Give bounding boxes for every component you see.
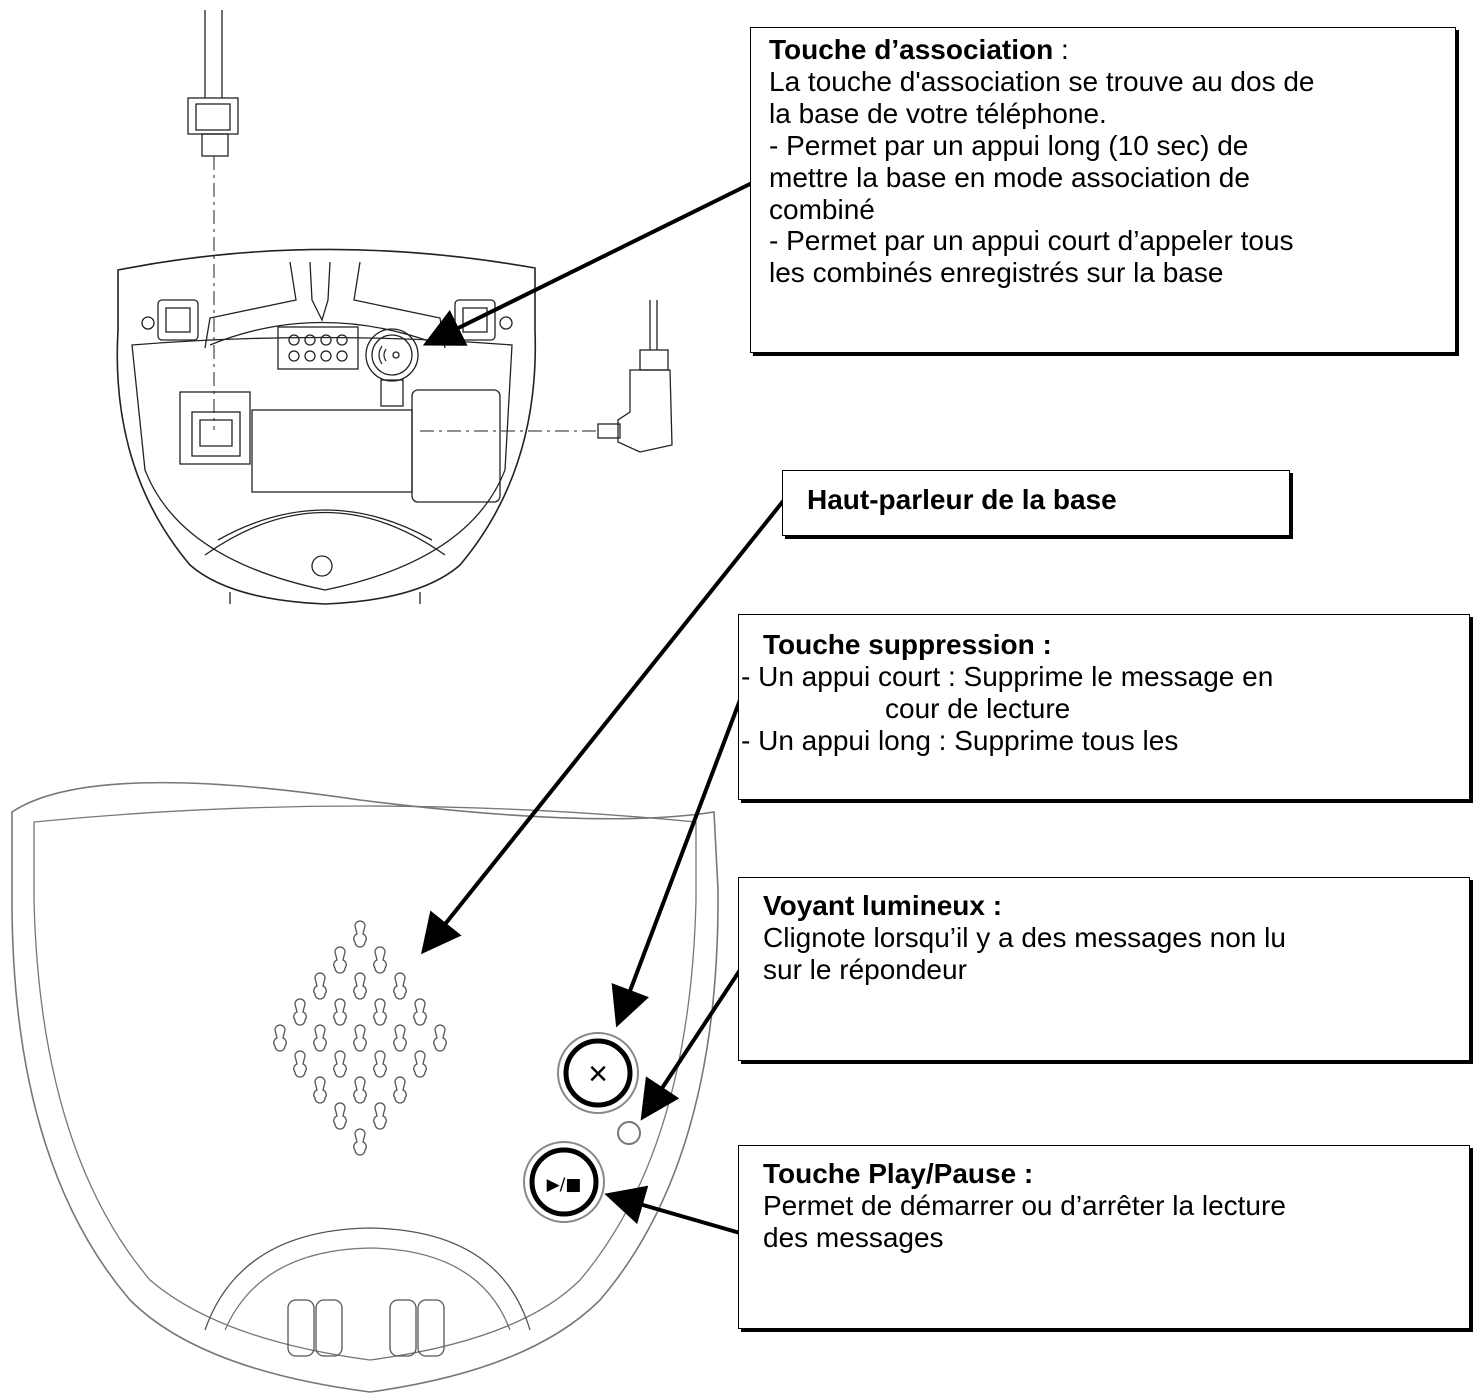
callout-led-title: Voyant lumineux : (763, 890, 1003, 921)
callout-delete-line: - Un appui court : Supprime le message e… (741, 660, 1274, 692)
callout-association-line: - Permet par un appui long (10 sec) de (769, 129, 1249, 161)
bottom-screw (311, 555, 333, 577)
callout-delete-title: Touche suppression : (763, 629, 1052, 660)
speaker-slot (313, 1076, 327, 1104)
callout-play-title: Touche Play/Pause : (763, 1158, 1034, 1189)
base-back-shell (116, 248, 537, 605)
callout-led-line: sur le répondeur (763, 953, 967, 985)
speaker-slot (333, 946, 347, 974)
speaker-slot (353, 1024, 367, 1052)
base-back-view (116, 10, 673, 605)
callout-speaker: Haut-parleur de la base (782, 470, 1290, 536)
callout-association-line: - Permet par un appui court d’appeler to… (769, 225, 1294, 257)
callout-association-line: mettre la base en mode association de (769, 161, 1250, 193)
charging-contacts (277, 326, 359, 370)
speaker-slot (333, 998, 347, 1026)
callout-led: Voyant lumineux : Clignote lorsqu’il y a… (738, 877, 1470, 1061)
callout-association-title: Touche d’association (769, 34, 1054, 65)
callout-association-title-suffix: : (1053, 34, 1069, 65)
phone-line-plug (187, 10, 239, 430)
left-screw-tab (141, 299, 199, 341)
callout-association-line: combiné (769, 193, 875, 225)
speaker-slot (353, 1128, 367, 1156)
arrow-association (422, 181, 753, 346)
association-button (365, 328, 419, 407)
speaker-slot (273, 1024, 287, 1052)
delete-button: × (557, 1032, 639, 1114)
speaker-slot (373, 1102, 387, 1130)
speaker-slot (373, 998, 387, 1026)
arrow-delete (611, 699, 742, 1028)
speaker-slot (353, 972, 367, 1000)
speaker-slot (353, 920, 367, 948)
callout-play: Touche Play/Pause : Permet de démarrer o… (738, 1145, 1470, 1329)
speaker-slot (313, 972, 327, 1000)
base-top-shell (11, 781, 719, 1393)
callout-association-line: La touche d'association se trouve au dos… (769, 65, 1315, 97)
play-pause-button: ▶/■ (523, 1141, 605, 1223)
callout-play-line: des messages (763, 1221, 944, 1253)
led-indicator (617, 1121, 641, 1145)
callout-delete-line: cour de lecture (885, 692, 1071, 724)
speaker-slot (293, 1050, 307, 1078)
callout-association: Touche d’association : La touche d'assoc… (750, 27, 1456, 353)
arrow-play (604, 1185, 741, 1235)
speaker-slot (293, 998, 307, 1026)
callout-speaker-title: Haut-parleur de la base (807, 484, 1117, 515)
speaker-slot (373, 946, 387, 974)
speaker-slot (393, 1024, 407, 1052)
arrows (421, 181, 786, 1235)
callout-delete: Touche suppression : - Un appui court : … (738, 614, 1470, 800)
callout-association-line: les combinés enregistrés sur la base (769, 257, 1224, 289)
speaker-slot (433, 1024, 447, 1052)
callout-delete-line: - Un appui long : Supprime tous les (741, 724, 1179, 756)
speaker-slot (333, 1102, 347, 1130)
arrow-led (640, 968, 742, 1121)
speaker-slot (373, 1050, 387, 1078)
arrow-speaker (421, 498, 786, 955)
speaker-slot (313, 1024, 327, 1052)
callout-association-line: la base de votre téléphone. (769, 97, 1107, 129)
speaker-slot (393, 972, 407, 1000)
play-pause-icon: ▶/■ (547, 1175, 582, 1195)
speaker-grille (273, 920, 447, 1156)
base-top-view (11, 781, 719, 1393)
power-jack-plug (420, 300, 673, 453)
callout-led-line: Clignote lorsqu’il y a des messages non … (763, 921, 1286, 953)
speaker-slot (333, 1050, 347, 1078)
speaker-slot (413, 1050, 427, 1078)
speaker-slot (393, 1076, 407, 1104)
delete-icon: × (588, 1055, 608, 1093)
speaker-slot (353, 1076, 367, 1104)
speaker-slot (413, 998, 427, 1026)
rj11-socket (179, 391, 251, 465)
callout-play-line: Permet de démarrer ou d’arrêter la lectu… (763, 1189, 1286, 1221)
